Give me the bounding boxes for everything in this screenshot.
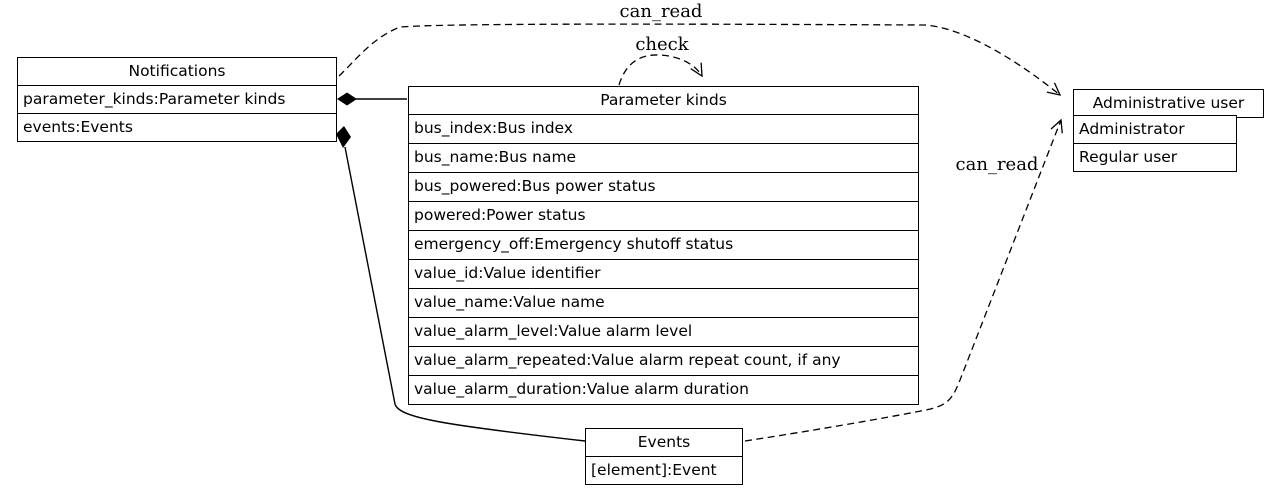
node-parameter-kinds-field-bus-name: bus_name:Bus name [409,143,918,172]
node-events-field-element: [element]:Event [586,456,742,484]
composition-diamond-events [336,126,351,148]
node-administrative-user: Administrative user [1073,89,1264,118]
node-parameter-kinds-field-value-alarm-level: value_alarm_level:Value alarm level [409,317,918,346]
node-parameter-kinds-field-value-id: value_id:Value identifier [409,259,918,288]
node-parameter-kinds-title: Parameter kinds [600,91,727,109]
node-parameter-kinds-field-value-name: value_name:Value name [409,288,918,317]
node-parameter-kinds-field-powered: powered:Power status [409,201,918,230]
node-events: Events [element]:Event [585,428,743,485]
edge-can-read-top [338,23,1062,96]
edge-check-loop [618,54,703,86]
node-parameter-kinds-field-emergency-off: emergency_off:Emergency shutoff status [409,230,918,259]
node-administrative-user-title: Administrative user [1092,94,1245,112]
node-notifications-field-parameter-kinds: parameter_kinds:Parameter kinds [18,85,336,113]
node-parameter-kinds-field-bus-index: bus_index:Bus index [409,114,918,143]
node-parameter-kinds-field-value-alarm-repeated: value_alarm_repeated:Value alarm repeat … [409,346,918,375]
edge-label-can-read-bottom: can_read [955,154,1039,175]
node-notifications-title: Notifications [128,62,226,80]
node-parameter-kinds-field-value-alarm-duration: value_alarm_duration:Value alarm duratio… [409,375,918,404]
node-parameter-kinds-field-bus-powered: bus_powered:Bus power status [409,172,918,201]
node-events-title: Events [637,433,691,451]
node-parameter-kinds: Parameter kinds bus_index:Bus index bus_… [408,86,919,405]
node-administrative-user-options: Administrator Regular user [1073,114,1237,172]
edge-label-check: check [635,34,689,55]
node-administrative-user-option-administrator: Administrator [1079,119,1185,138]
composition-diamond-parameter-kinds [337,92,357,106]
node-administrative-user-option-regular-user: Regular user [1074,142,1236,171]
edge-label-can-read-top: can_read [619,1,703,22]
node-notifications-field-events: events:Events [18,113,336,141]
node-notifications: Notifications parameter_kinds:Parameter … [17,57,337,142]
